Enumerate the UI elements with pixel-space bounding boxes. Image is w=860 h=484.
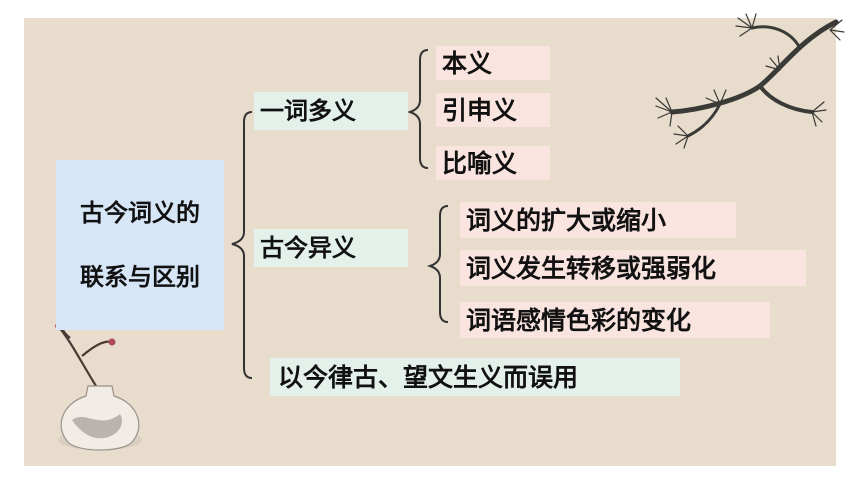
pine-branch-painting xyxy=(655,13,845,149)
branch-ancient-modern-difference: 古今异义 xyxy=(254,229,408,267)
branch-polysemy: 一词多义 xyxy=(254,92,408,130)
bracket-branch-1 xyxy=(406,49,429,169)
root-title-line-2: 联系与区别 xyxy=(80,263,200,291)
connector-brackets xyxy=(231,49,449,379)
leaf-extended-meaning: 引申义 xyxy=(436,93,550,127)
leaf-original-meaning: 本义 xyxy=(436,46,550,80)
leaf-emotional-color-change: 词语感情色彩的变化 xyxy=(460,302,770,338)
root-topic: 古今词义的 联系与区别 xyxy=(56,160,224,330)
bracket-root xyxy=(231,111,253,379)
leaf-metaphorical-meaning: 比喻义 xyxy=(436,146,550,180)
leaf-meaning-expand-shrink: 词义的扩大或缩小 xyxy=(460,202,736,238)
branch-misuse: 以今律古、望文生义而误用 xyxy=(270,358,680,396)
root-title-line-1: 古今词义的 xyxy=(80,199,200,227)
bracket-branch-2 xyxy=(426,205,449,323)
leaf-meaning-shift: 词义发生转移或强弱化 xyxy=(460,250,806,286)
